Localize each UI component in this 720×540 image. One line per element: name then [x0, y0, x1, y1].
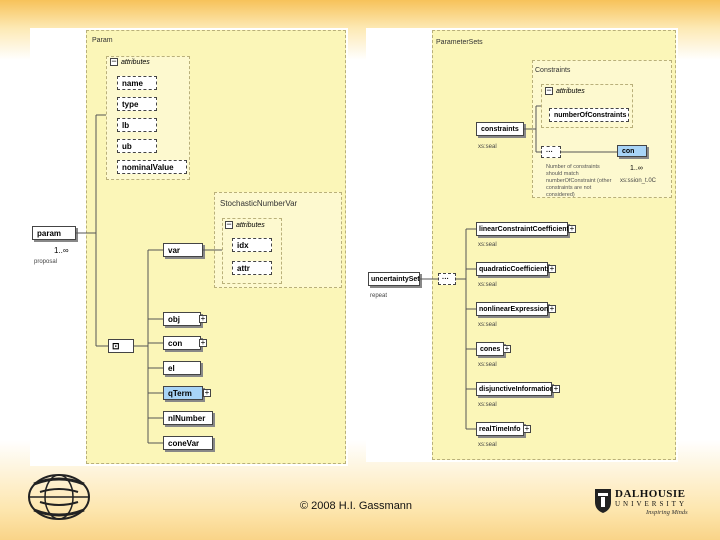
collapse-icon[interactable]: − — [110, 56, 118, 66]
uncertaintyset-element[interactable]: uncertaintySet — [368, 272, 420, 286]
attr-nominalValue[interactable]: nominalValue — [117, 160, 187, 174]
attr-ub[interactable]: ub — [117, 139, 157, 153]
dalhousie-logo: DALHOUSIE UNIVERSITY Inspiring Minds — [594, 486, 694, 520]
stochastic-attributes-label: attributes — [236, 221, 265, 229]
constraints-title: Constraints — [535, 67, 571, 74]
var-element[interactable]: var — [163, 243, 203, 257]
expand-quadratic-icon[interactable]: + — [548, 264, 556, 273]
stochastic-title: StochasticNumberVar — [220, 199, 298, 208]
item-linearConstraintCoefficients[interactable]: linearConstraintCoefficients — [476, 222, 573, 236]
stochastic-attributes-toggle[interactable]: − attributes — [225, 219, 265, 229]
item-quadraticCoefficients[interactable]: quadraticCoefficients — [476, 262, 551, 276]
con-element[interactable]: con — [617, 145, 647, 157]
expand-cones-icon[interactable]: + — [503, 344, 511, 353]
param-root-multiplicity: 1..∞ — [54, 246, 69, 255]
attr-numberOfConstraints[interactable]: numberOfConstraints — [549, 108, 629, 122]
expand-disjunctive-icon[interactable]: + — [552, 384, 560, 393]
constraints-element[interactable]: constraints — [476, 122, 524, 136]
university-name-line2: UNIVERSITY — [615, 500, 687, 508]
attr-type[interactable]: type — [117, 97, 157, 111]
constraints-attributes-label: attributes — [556, 87, 585, 95]
constraints-attributes-toggle[interactable]: − attributes — [545, 85, 585, 95]
param-region-title: Param — [92, 37, 113, 44]
expand-linear-icon[interactable]: + — [568, 224, 576, 233]
con-multiplicity: 1..∞ — [630, 165, 643, 172]
item-linear-type: xs:seal — [478, 242, 497, 248]
crest-icon — [595, 489, 611, 513]
university-tagline: Inspiring Minds — [646, 509, 688, 516]
item-disjunctive-type: xs:seal — [478, 402, 497, 408]
child-coneVar[interactable]: coneVar — [163, 436, 213, 450]
attr-idx[interactable]: idx — [232, 238, 272, 252]
osi-logo-icon — [28, 474, 90, 520]
con-note: Number of constraints should match numbe… — [546, 164, 612, 198]
item-realtime-type: xs:seal — [478, 442, 497, 448]
item-cones-type: xs:seal — [478, 362, 497, 368]
attr-name[interactable]: name — [117, 76, 157, 90]
university-name: DALHOUSIE — [615, 488, 686, 500]
child-qTerm[interactable]: qTerm — [163, 386, 203, 400]
expand-nonlinear-icon[interactable]: + — [548, 304, 556, 313]
uncertaintyset-type: repeat — [370, 293, 388, 299]
attr-lb[interactable]: lb — [117, 118, 157, 132]
sequence-compositor[interactable]: ··· — [541, 146, 561, 158]
param-attributes-label: attributes — [121, 58, 150, 66]
constraints-region — [532, 60, 672, 198]
expand-qTerm-icon[interactable]: + — [203, 388, 211, 397]
attr-attr[interactable]: attr — [232, 261, 272, 275]
copyright-text: © 2008 H.I. Gassmann — [300, 500, 413, 512]
collapse-icon[interactable]: − — [545, 85, 553, 95]
parametersets-title: ParameterSets — [436, 39, 483, 46]
choice-compositor[interactable]: ⊡ — [108, 339, 134, 353]
param-attributes-toggle[interactable]: − attributes — [110, 56, 150, 66]
param-root-element[interactable]: param — [32, 226, 76, 240]
expand-obj-icon[interactable]: + — [199, 314, 207, 323]
expand-con-icon[interactable]: + — [199, 338, 207, 347]
item-nonlinearExpressions[interactable]: nonlinearExpressions — [476, 302, 552, 316]
item-disjunctiveInformation[interactable]: disjunctiveInformation — [476, 382, 554, 396]
param-root-type: proposal — [34, 259, 58, 265]
child-el[interactable]: el — [163, 361, 201, 375]
item-nonlinear-type: xs:seal — [478, 322, 497, 328]
con-type: xs:ssion_t.0C — [620, 178, 657, 184]
uncertainty-sequence[interactable]: ··· — [438, 273, 456, 285]
item-quadratic-type: xs:seal — [478, 282, 497, 288]
child-nlNumber[interactable]: nlNumber — [163, 411, 213, 425]
constraints-type: xs:seal — [478, 144, 497, 150]
collapse-icon[interactable]: − — [225, 219, 233, 229]
expand-realtime-icon[interactable]: + — [523, 424, 531, 433]
